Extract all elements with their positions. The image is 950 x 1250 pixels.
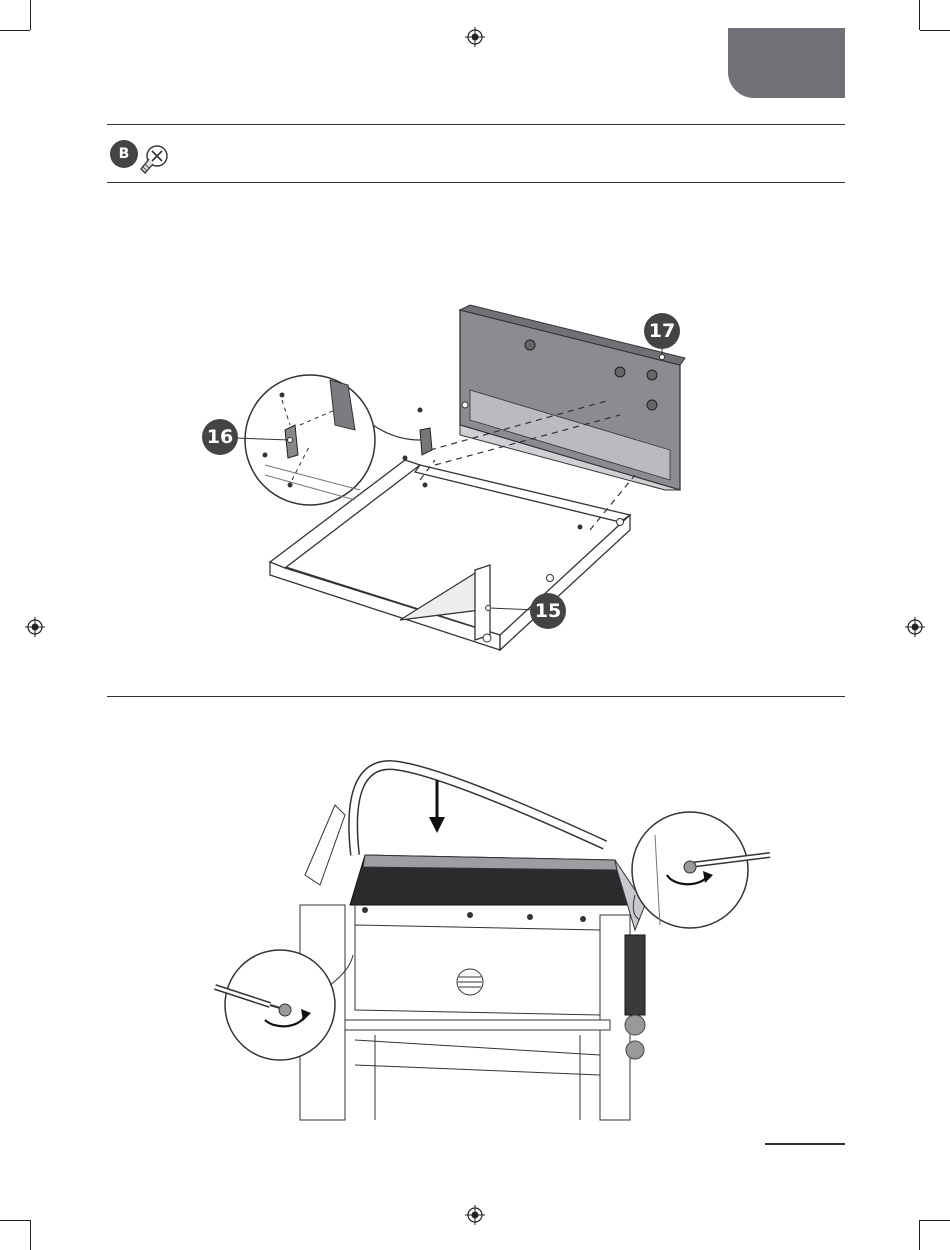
right-detail-magnifier [632, 812, 770, 928]
crop-mark-tr-v [919, 0, 920, 30]
registration-mark-left [25, 617, 45, 637]
crop-mark-tl-v [30, 0, 31, 30]
grill-backboard-install-illustration [205, 755, 785, 1120]
crop-mark-tl-h [0, 30, 30, 31]
step-divider-rule [107, 696, 845, 697]
callout-badge-15: 15 [530, 593, 566, 629]
registration-mark-right [905, 617, 925, 637]
backboard-assembly-illustration [190, 300, 700, 665]
crop-mark-br-v [919, 1220, 920, 1250]
crop-mark-tr-h [920, 30, 950, 31]
callout-badge-16: 16 [202, 419, 238, 455]
crop-mark-bl-v [30, 1220, 31, 1250]
page-footer-rule [765, 1143, 845, 1145]
callout-badge-17: 17 [644, 313, 680, 349]
header-rule-top [107, 124, 845, 125]
crop-mark-bl-h [0, 1220, 30, 1221]
header-rule-bottom [107, 182, 845, 183]
crop-mark-br-h [920, 1220, 950, 1221]
page-section-tab [728, 28, 845, 98]
screw-icon [137, 143, 169, 177]
hardware-letter-badge: B [110, 140, 138, 168]
registration-mark-top [465, 27, 485, 47]
registration-mark-bottom [465, 1205, 485, 1225]
